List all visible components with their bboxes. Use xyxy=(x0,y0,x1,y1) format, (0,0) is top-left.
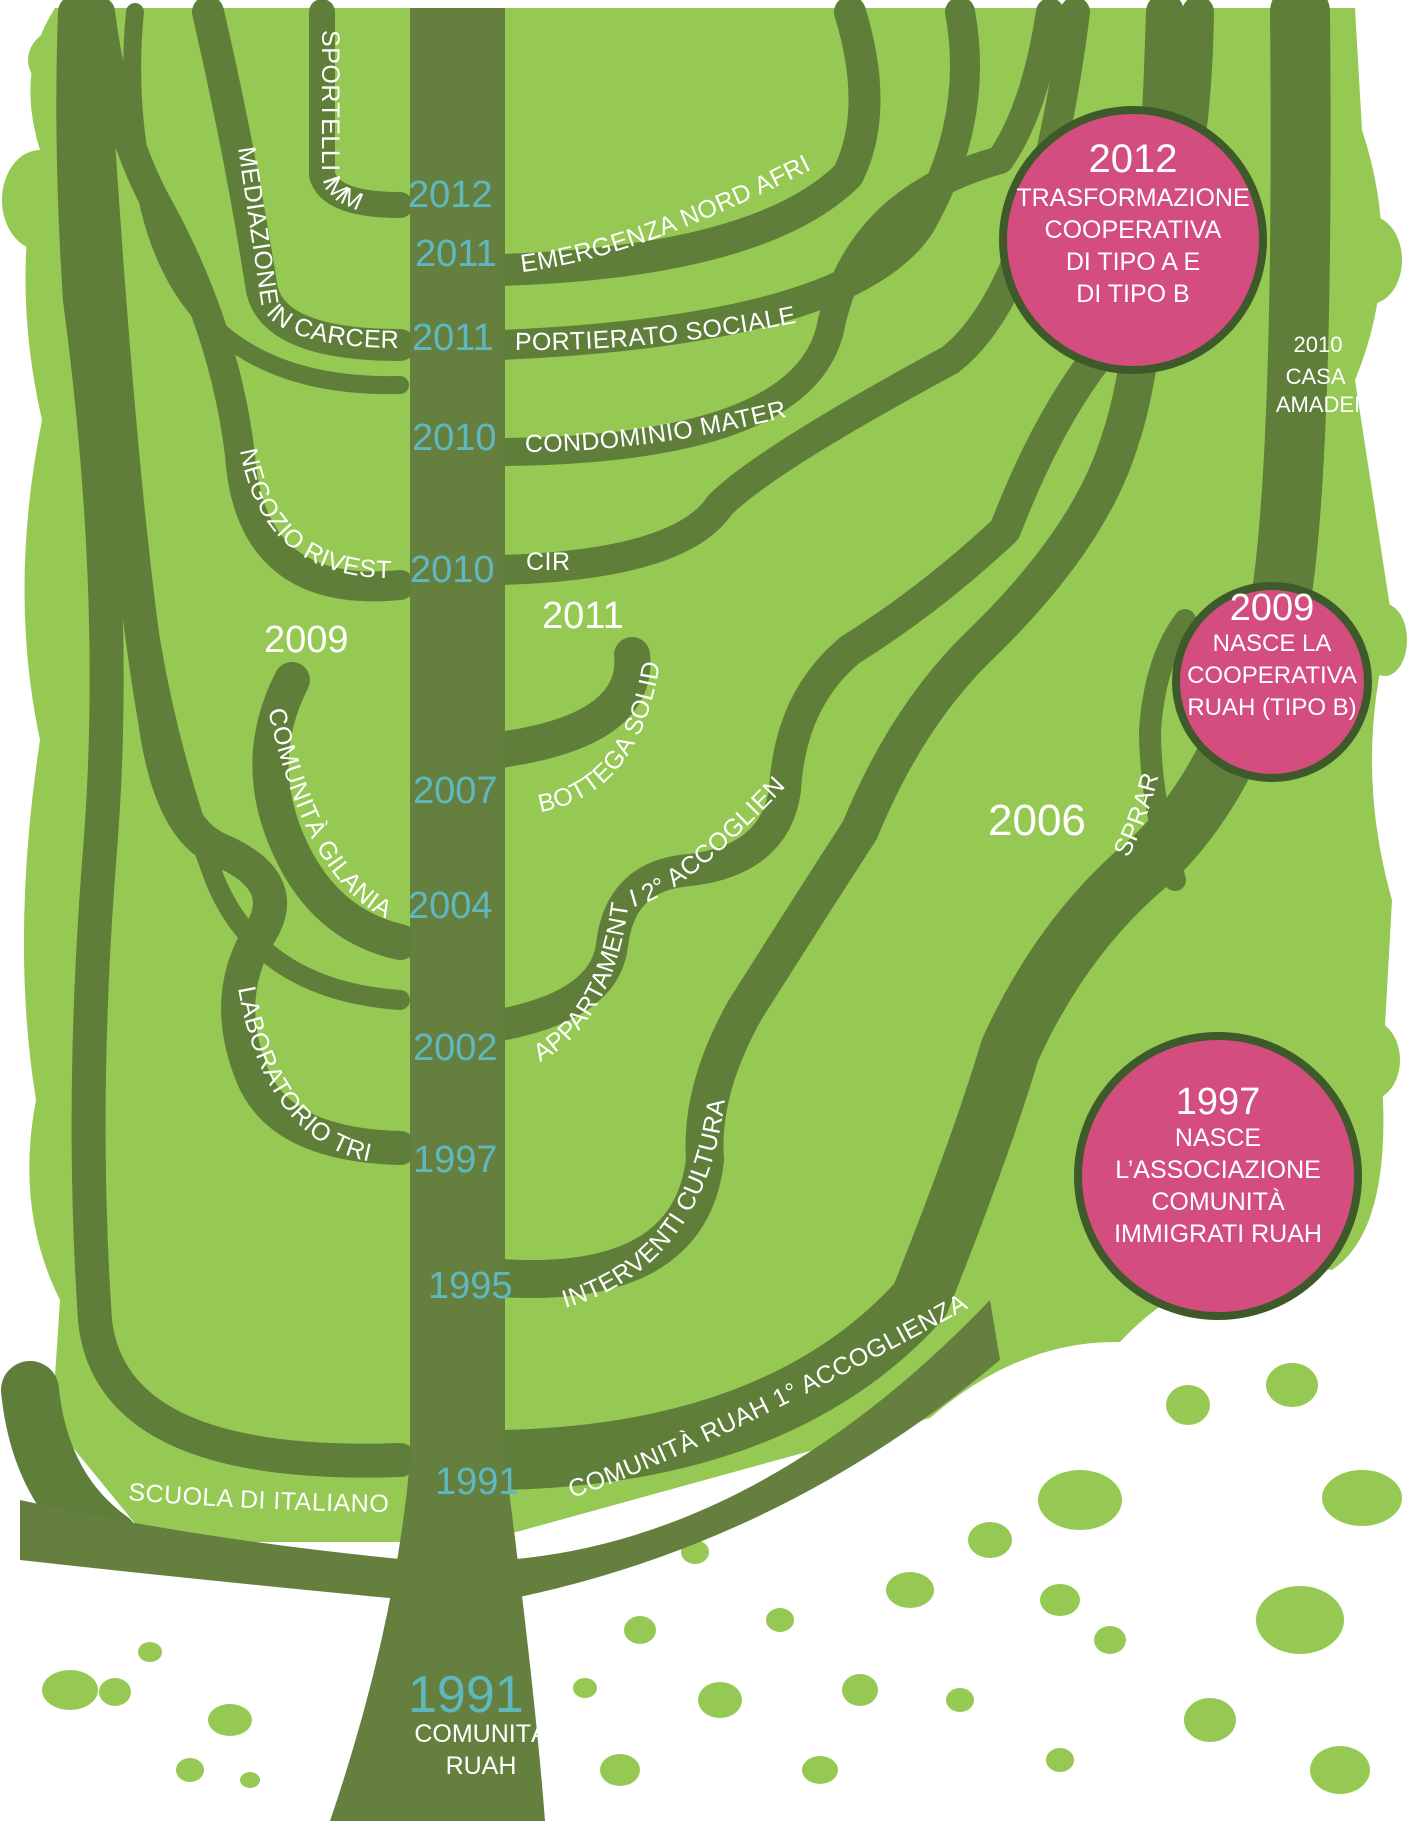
leaf xyxy=(1046,1748,1074,1772)
milestone-1997: 1997 NASCE L’ASSOCIAZIONE COMUNITÀ IMMIG… xyxy=(1074,1032,1362,1320)
root-label: 1991 COMUNITÀ RUAH xyxy=(408,1666,548,1780)
milestone-line: COOPERATIVA xyxy=(1187,662,1357,689)
leaf xyxy=(946,1688,974,1712)
leaf xyxy=(1166,1385,1210,1425)
leaf xyxy=(176,1758,204,1782)
trunk-root-fan xyxy=(20,1300,1000,1600)
milestone-circle xyxy=(1074,1032,1362,1320)
branch-sportelli xyxy=(309,0,413,218)
milestone-year: 1997 xyxy=(1176,1081,1261,1123)
root-year: 1991 xyxy=(408,1666,524,1724)
leaf xyxy=(1040,1584,1080,1616)
leaf xyxy=(886,1572,934,1608)
year-comunita-gilania: 2009 xyxy=(264,619,349,661)
leaf xyxy=(1184,1698,1236,1742)
leaf xyxy=(138,1642,162,1662)
branch-emergenza-nord-africa xyxy=(484,0,881,286)
leaf xyxy=(1322,1470,1402,1526)
trunk-year: 2010 xyxy=(410,549,495,591)
leaf xyxy=(1038,1470,1122,1530)
trunk xyxy=(330,8,545,1821)
branch-negozio-rivestiti xyxy=(85,0,415,602)
casa-amadei-year: 2010 xyxy=(1294,332,1343,357)
trunk-years: 2012 2011 2011 2010 2010 2007 2004 2002 … xyxy=(408,174,520,1503)
branch-comunita-gilania xyxy=(252,662,418,960)
leaf xyxy=(624,1616,656,1644)
branch-bottega-solidale xyxy=(482,637,651,768)
trunk-year: 2004 xyxy=(408,885,493,927)
year-sprar: 2006 xyxy=(988,796,1086,845)
leaf xyxy=(1340,1020,1400,1100)
milestone-line: NASCE LA xyxy=(1213,630,1332,657)
trunk-year: 2010 xyxy=(412,417,497,459)
trunk-year: 2012 xyxy=(408,174,493,216)
root-name-line1: COMUNITÀ xyxy=(414,1719,548,1748)
leaf xyxy=(1363,604,1407,676)
leaf xyxy=(698,1682,742,1718)
branch-condominio-mater xyxy=(486,0,1064,466)
milestone-circle xyxy=(999,106,1267,374)
casa-amadei-note: 2010 CASA AMADEI xyxy=(1276,332,1360,417)
leaf xyxy=(842,1674,878,1706)
milestone-line: IMMIGRATI RUAH xyxy=(1114,1220,1322,1248)
leaf xyxy=(1094,1626,1126,1654)
root-name-line2: RUAH xyxy=(446,1752,517,1780)
milestone-2012: 2012 TRASFORMAZIONE COOPERATIVA DI TIPO … xyxy=(999,106,1267,374)
leaf xyxy=(766,1608,794,1632)
milestone-circles: 2012 TRASFORMAZIONE COOPERATIVA DI TIPO … xyxy=(999,106,1372,1320)
branch-label-cir: CIR xyxy=(526,548,571,576)
trunk-year: 2002 xyxy=(413,1027,498,1069)
leaf xyxy=(573,1678,597,1698)
milestone-2009: 2009 NASCE LA COOPERATIVA RUAH (TIPO B) xyxy=(1172,582,1372,782)
leaf xyxy=(208,1704,252,1736)
leaf xyxy=(1338,216,1402,304)
leaf xyxy=(99,1678,131,1706)
branch-portierato-sociale xyxy=(485,0,980,360)
branch-sprar-fork xyxy=(1139,609,1196,891)
branch-comunita-ruah-1-accoglienza xyxy=(470,0,1331,1490)
milestone-line: COMUNITÀ xyxy=(1151,1187,1285,1216)
leaf xyxy=(240,1772,260,1788)
leaf xyxy=(1256,1586,1344,1654)
trunk-year: 1991 xyxy=(435,1461,520,1503)
leaf xyxy=(600,1754,640,1786)
milestone-year: 2012 xyxy=(1089,137,1178,181)
trunk-year: 2011 xyxy=(412,317,494,359)
milestone-year: 2009 xyxy=(1230,587,1315,629)
branches xyxy=(1,0,1331,1569)
leaf xyxy=(802,1756,838,1784)
trunk-year: 1995 xyxy=(428,1265,513,1307)
trunk-year: 2007 xyxy=(413,770,498,812)
branch-interventi-culturali xyxy=(481,0,1184,1298)
milestone-line: TRASFORMAZIONE xyxy=(1016,184,1249,212)
year-bottega-solidale: 2011 xyxy=(542,595,624,637)
milestone-line: DI TIPO B xyxy=(1076,280,1189,308)
milestone-line: L’ASSOCIAZIONE xyxy=(1115,1156,1321,1184)
leaf xyxy=(142,1346,178,1374)
branch-scuola-di-italiano xyxy=(56,0,417,1478)
milestone-line: DI TIPO A E xyxy=(1066,248,1200,276)
branch-mediazione-in-carcere xyxy=(192,0,416,361)
branch-casa-amadei xyxy=(1299,1,1330,431)
leaf xyxy=(1266,1363,1318,1407)
branch-laboratorio-triciclo xyxy=(73,0,417,1165)
trunk-year: 2011 xyxy=(415,233,497,275)
milestone-line: RUAH (TIPO B) xyxy=(1187,694,1356,721)
leaf xyxy=(968,1522,1012,1558)
leaf xyxy=(1310,1746,1370,1794)
milestone-circle xyxy=(1172,582,1372,782)
milestone-line: NASCE xyxy=(1175,1124,1261,1152)
leaf xyxy=(203,1352,227,1372)
milestone-line: COOPERATIVA xyxy=(1045,216,1222,244)
casa-amadei-label: CASA AMADEI xyxy=(1276,364,1360,417)
trunk-year: 1997 xyxy=(413,1139,498,1181)
leaf xyxy=(42,1670,98,1710)
